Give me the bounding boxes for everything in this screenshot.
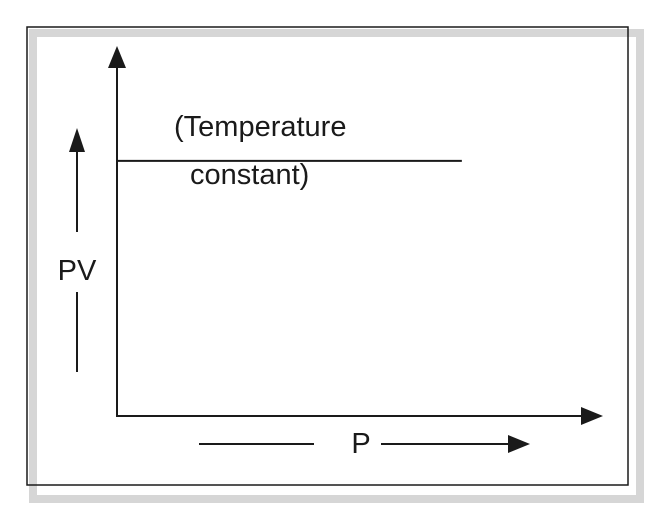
xlabel-arrowhead xyxy=(508,435,530,453)
ylabel-arrowhead xyxy=(69,128,85,152)
y-axis-arrowhead xyxy=(108,46,126,68)
x-axis-label: P xyxy=(351,428,370,460)
frame-shadow xyxy=(29,29,644,503)
x-axis-arrowhead xyxy=(581,407,603,425)
y-axis-label: PV xyxy=(58,255,97,287)
frame-border xyxy=(26,26,629,486)
annotation-line-2: constant) xyxy=(190,159,309,191)
annotation-line-1: (Temperature xyxy=(174,111,346,143)
